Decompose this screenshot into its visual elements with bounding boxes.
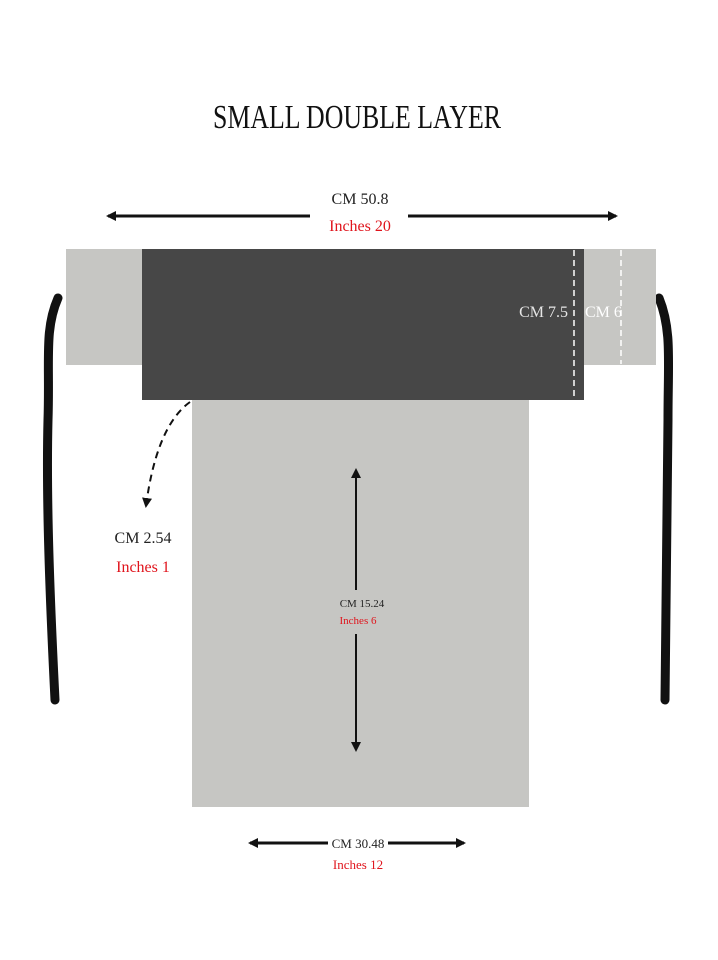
panel-height-cm-label: CM 15.24 (340, 598, 385, 610)
tie-width-cm-label: CM 6 (585, 304, 622, 321)
right-tie-extension (582, 249, 656, 365)
hem-cm-label: CM 2.54 (115, 530, 172, 547)
total-width-inches-label: Inches 20 (329, 218, 391, 235)
waistband (142, 249, 584, 400)
total-width-cm-label: CM 50.8 (332, 191, 389, 208)
hem-pointer-arrow (142, 401, 191, 508)
hem-inches-label: Inches 1 (116, 559, 170, 576)
apron-panel (192, 400, 529, 807)
left-tie-strap (42, 293, 63, 705)
panel-height-inches-label: Inches 6 (340, 615, 377, 627)
panel-width-cm-label: CM 30.48 (332, 836, 385, 851)
panel-width-inches-label: Inches 12 (333, 857, 383, 872)
left-tie-extension (66, 249, 142, 365)
band-height-cm-label: CM 7.5 (519, 304, 568, 321)
right-tie-strap (654, 293, 674, 705)
diagram-title: SMALL DOUBLE LAYER (213, 99, 501, 136)
